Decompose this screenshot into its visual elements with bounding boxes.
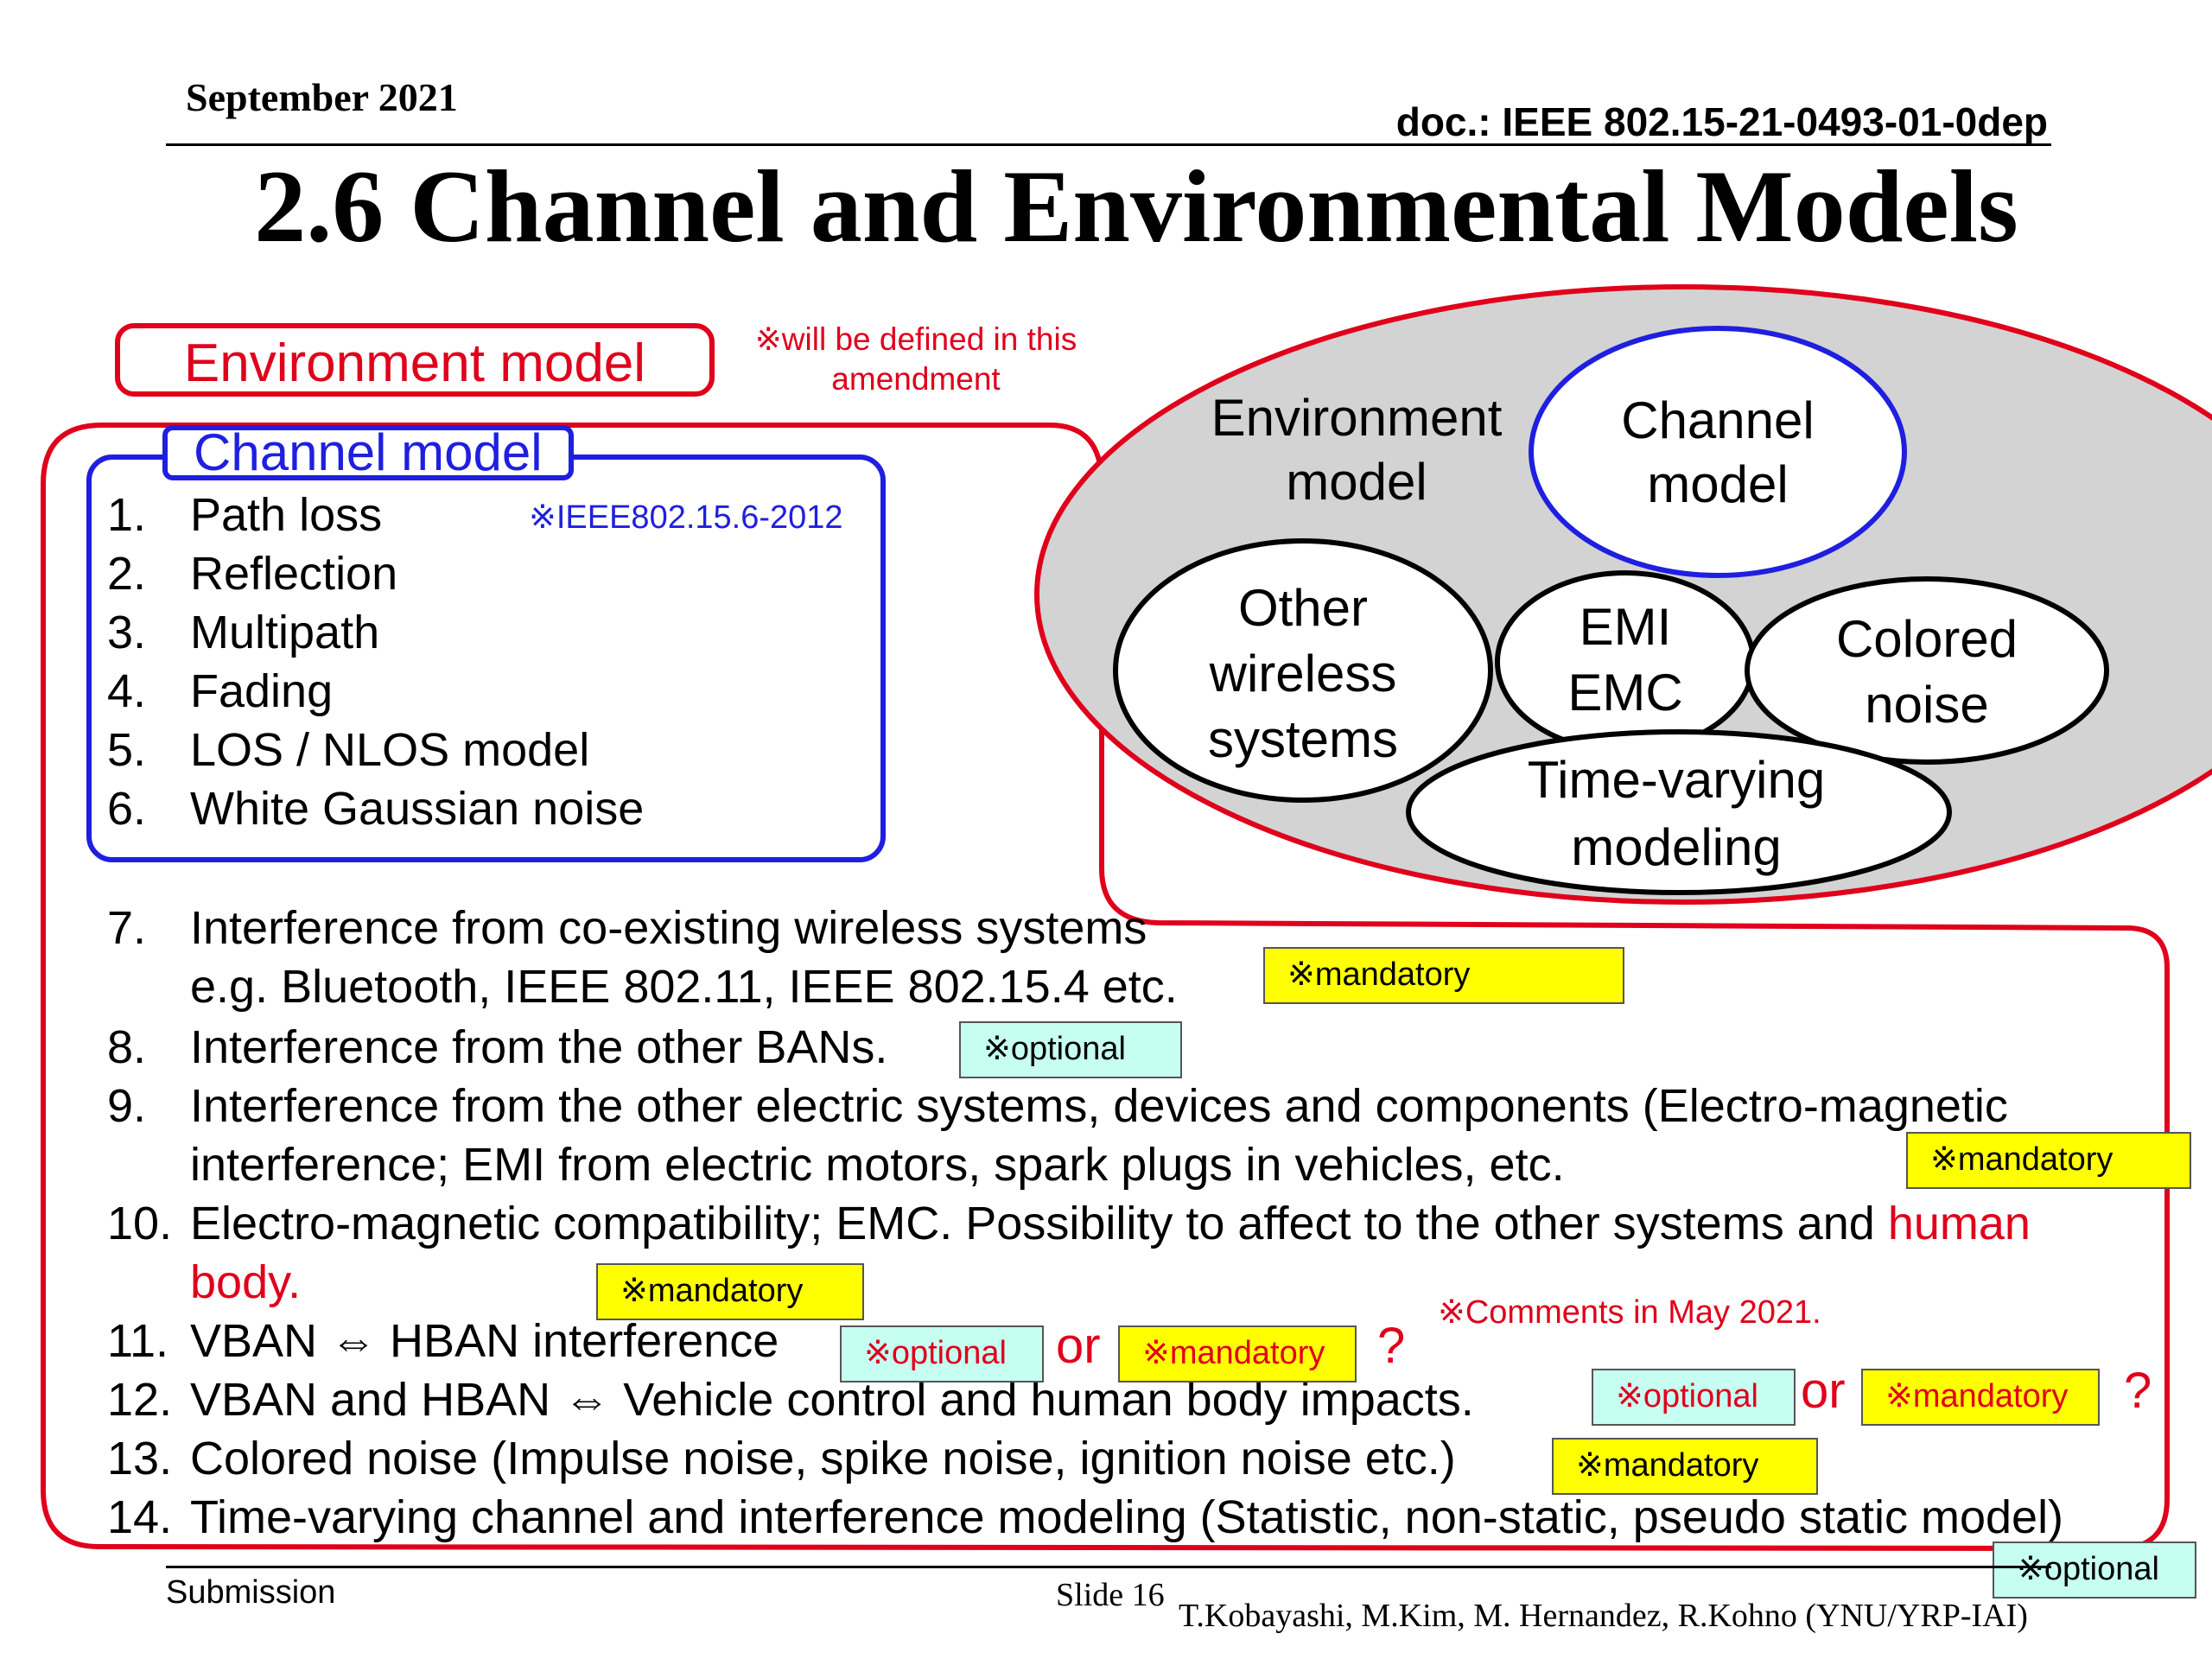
mandatory-tag-9: ※mandatory	[1906, 1132, 2191, 1189]
list-item: 3.Multipath	[107, 607, 380, 658]
mandatory-tag-11: ※mandatory	[1118, 1325, 1357, 1382]
bubble-emi-emc: EMI EMC	[1567, 598, 1683, 721]
list-item-11: 11.VBAN ⇔ HBAN interference	[107, 1315, 779, 1367]
footer-authors: T.Kobayashi, M.Kim, M. Hernandez, R.Kohn…	[1179, 1598, 2028, 1634]
list-item-13: 13.Colored noise (Impulse noise, spike n…	[107, 1433, 1456, 1484]
optional-tag-8: ※optional	[959, 1021, 1182, 1078]
mandatory-tag-7: ※mandatory	[1263, 947, 1624, 1004]
bubble-time-varying: Time-varying modeling	[1527, 751, 1826, 876]
optional-tag-12: ※optional	[1592, 1369, 1796, 1426]
list-item-10: 10. Electro-magnetic compatibility; EMC.…	[107, 1198, 2031, 1308]
or-label-12: or	[1801, 1363, 1846, 1419]
footer-submission: Submission	[166, 1574, 336, 1611]
channel-note: ※IEEE802.15.6-2012	[529, 499, 843, 536]
footer-slide-number: Slide 16	[1056, 1577, 1165, 1613]
header-rule	[166, 143, 2051, 146]
bubble-channel: Channel model	[1621, 391, 1815, 513]
environment-model-label: Environment model	[183, 334, 646, 393]
or-label-11: or	[1056, 1318, 1101, 1374]
slide-title: 2.6 Channel and Environmental Models	[254, 149, 2018, 264]
list-item: 6.White Gaussian noise	[107, 783, 645, 835]
bubble-environment: Environment model	[1211, 389, 1503, 511]
question-mark-12: ?	[2124, 1363, 2152, 1419]
bubble-colored-noise: Colored noise	[1835, 610, 2018, 734]
question-mark-11: ?	[1377, 1318, 1406, 1374]
list-item: 2.Reflection	[107, 548, 398, 600]
footer-rule	[166, 1566, 2051, 1568]
comments-note: ※Comments in May 2021.	[1438, 1294, 1821, 1331]
list-item: 1.Path loss	[107, 489, 383, 541]
mandatory-tag-12: ※mandatory	[1861, 1369, 2100, 1426]
list-item-14: 14.Time-varying channel and interference…	[107, 1491, 2064, 1543]
list-item-7: 7. Interference from co-existing wireles…	[107, 902, 1178, 1013]
environment-model-box	[115, 323, 715, 397]
optional-tag-14: ※optional	[1993, 1541, 2196, 1599]
list-item-9: 9. Interference from the other electric …	[107, 1080, 2008, 1191]
list-item: 5.LOS / NLOS model	[107, 724, 590, 776]
bubble-other-wireless: Other wireless systems	[1207, 579, 1399, 768]
mandatory-tag-13: ※mandatory	[1552, 1438, 1818, 1495]
list-item-8: 8.Interference from the other BANs.	[107, 1021, 888, 1073]
environment-note: ※will be defined in this amendment	[754, 321, 1077, 397]
mandatory-tag-10: ※mandatory	[596, 1263, 864, 1320]
header-date: September 2021	[186, 75, 458, 119]
header-doc-id: doc.: IEEE 802.15-21-0493-01-0dep	[1395, 99, 2048, 144]
channel-model-label: Channel model	[162, 425, 574, 480]
list-item-12: 12.VBAN and HBAN ⇔ Vehicle control and h…	[107, 1374, 1474, 1426]
list-item: 4.Fading	[107, 665, 334, 717]
optional-tag-11: ※optional	[840, 1325, 1044, 1382]
